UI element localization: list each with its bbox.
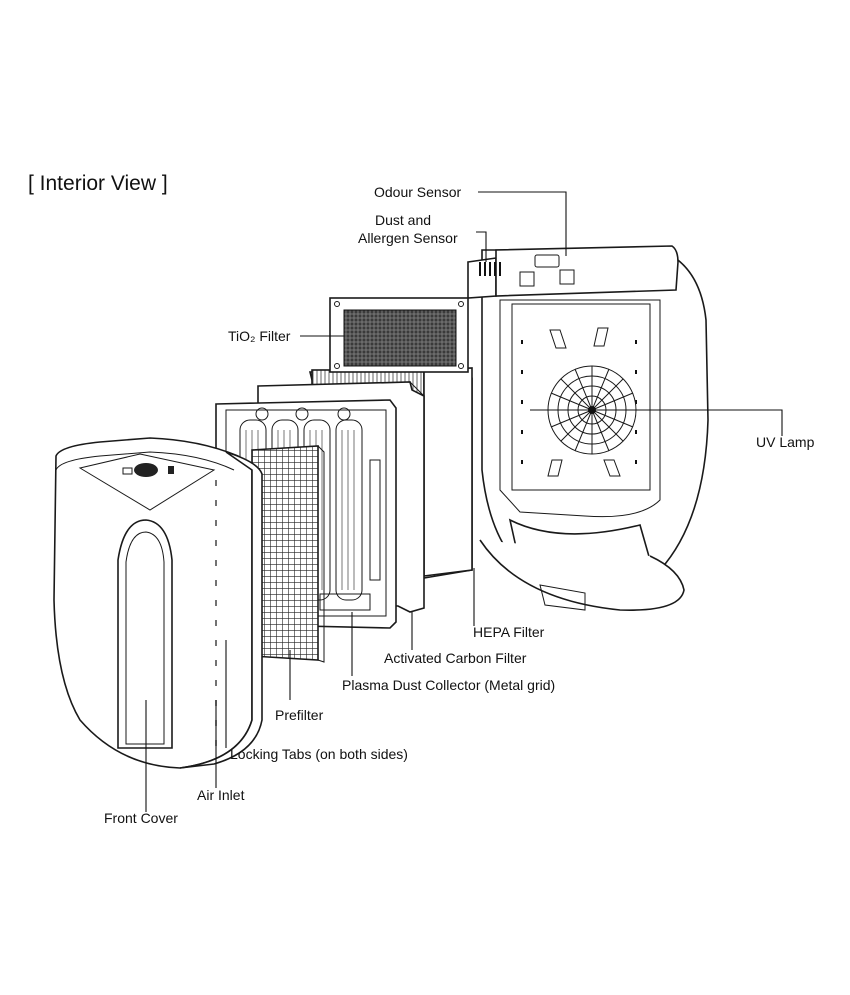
plasma-dust-collector-label: Plasma Dust Collector (Metal grid)	[342, 677, 556, 693]
tio2-filter-label: TiO₂ Filter	[228, 328, 291, 344]
front-cover	[53, 437, 263, 769]
uv-lamp-leader	[636, 409, 783, 436]
tio2-filter	[329, 297, 469, 373]
diagram-title: [ Interior View ]	[28, 172, 168, 195]
front-cover-label: Front Cover	[104, 810, 178, 826]
hepa-filter-label: HEPA Filter	[473, 624, 545, 640]
dust-sensor-leader	[476, 231, 487, 262]
activated-carbon-filter-label: Activated Carbon Filter	[384, 650, 527, 666]
dust-sensor-label-line1: Dust and	[375, 212, 432, 228]
dust-sensor-label-line2: Allergen Sensor	[358, 230, 458, 246]
air-inlet-label: Air Inlet	[197, 787, 245, 803]
locking-tabs-label: Locking Tabs (on both sides)	[230, 746, 408, 762]
main-body	[467, 245, 709, 611]
uv-lamp-label: UV Lamp	[756, 434, 815, 450]
leader-lines	[145, 191, 783, 812]
odour-sensor-label: Odour Sensor	[374, 184, 462, 200]
odour-sensor-leader	[478, 191, 567, 256]
prefilter-label: Prefilter	[275, 707, 324, 723]
